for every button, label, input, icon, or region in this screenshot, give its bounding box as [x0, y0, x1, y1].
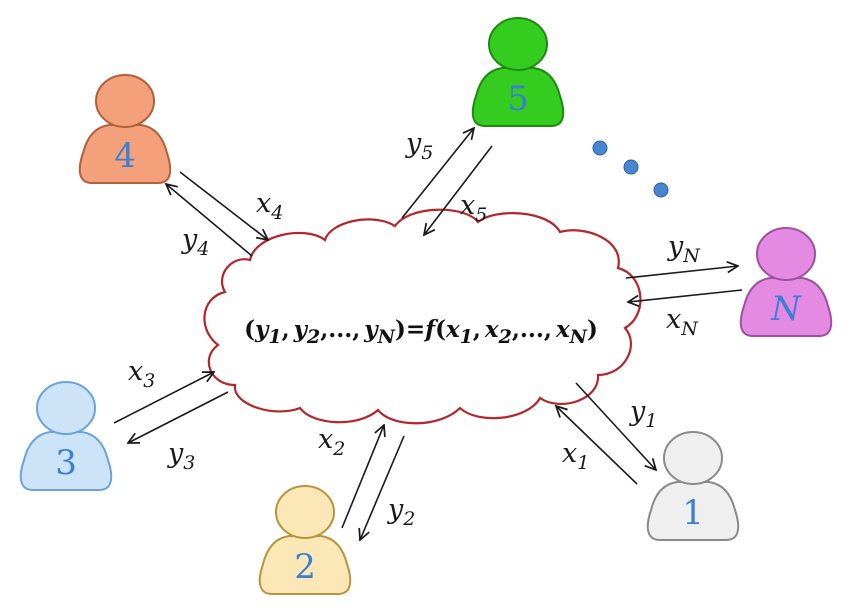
ellipsis-dot: [623, 159, 639, 175]
person-head: [95, 74, 155, 128]
party-3: 3: [19, 381, 113, 491]
arrow-y3-to-party: [128, 391, 229, 443]
party-label: 4: [114, 136, 136, 176]
person-head: [663, 431, 723, 485]
label-y5: y5: [405, 128, 433, 164]
party-5: 5: [471, 17, 565, 127]
label-yN: yN: [667, 231, 701, 267]
arrow-y4-to-party: [166, 184, 253, 257]
arrow-x3-to-cloud: [113, 372, 214, 424]
person-body: [471, 67, 565, 127]
person-head: [756, 227, 816, 281]
ellipsis-dot: [653, 182, 669, 198]
person-icon: [258, 485, 352, 595]
label-y4: y4: [181, 224, 209, 260]
person-head: [275, 485, 335, 539]
label-y3: y3: [167, 438, 195, 474]
person-head: [36, 381, 96, 435]
person-icon: [19, 381, 113, 491]
person-icon: [78, 74, 172, 184]
arrows: [113, 128, 743, 540]
label-x4: x4: [256, 188, 283, 224]
party-1: 1: [646, 431, 740, 541]
person-icon: [739, 227, 833, 337]
arrow-x5-to-cloud: [424, 145, 493, 235]
label-xN: xN: [666, 304, 699, 340]
party-2: 2: [258, 485, 352, 595]
arrow-x2-to-cloud: [341, 425, 384, 529]
function-formula: (y1,y2,...,yN)=f(x1,x2,...,xN): [244, 316, 598, 348]
party-label: 1: [682, 493, 704, 533]
person-body: [78, 124, 172, 184]
party-4: 4: [78, 74, 172, 184]
arrow-xN-to-cloud: [628, 289, 743, 302]
party-N: N: [739, 227, 833, 337]
arrow-yN-to-party: [625, 266, 738, 279]
person-head: [488, 17, 548, 71]
label-x1: x1: [562, 438, 589, 474]
label-y1: y1: [629, 396, 657, 432]
person-body: [739, 277, 833, 337]
arrow-y1-to-party: [575, 382, 656, 470]
label-x2: x2: [318, 424, 345, 460]
arrow-x4-to-cloud: [179, 171, 268, 240]
person-icon: [646, 431, 740, 541]
arrow-x1-to-cloud: [556, 406, 638, 485]
party-label: 3: [55, 443, 77, 483]
person-body: [19, 431, 113, 491]
person-body: [646, 481, 740, 541]
label-y2: y2: [387, 494, 415, 530]
more-parties-dots: [592, 140, 669, 198]
party-label: 5: [507, 79, 529, 119]
arrow-y5-to-party: [401, 128, 474, 219]
computation-cloud: [203, 208, 642, 425]
label-x3: x3: [128, 356, 155, 392]
party-label: N: [770, 289, 802, 329]
person-body: [258, 535, 352, 595]
ellipsis-dot: [592, 140, 608, 156]
arrow-y2-to-party: [360, 435, 405, 540]
party-label: 2: [294, 547, 316, 587]
label-x5: x5: [460, 190, 487, 226]
variable-labels: x4 y4 y5 x5 yN xN x3 y3 x2 y2 y1 x1: [128, 128, 701, 530]
cloud-outline: [203, 208, 642, 425]
person-icon: [471, 17, 565, 127]
